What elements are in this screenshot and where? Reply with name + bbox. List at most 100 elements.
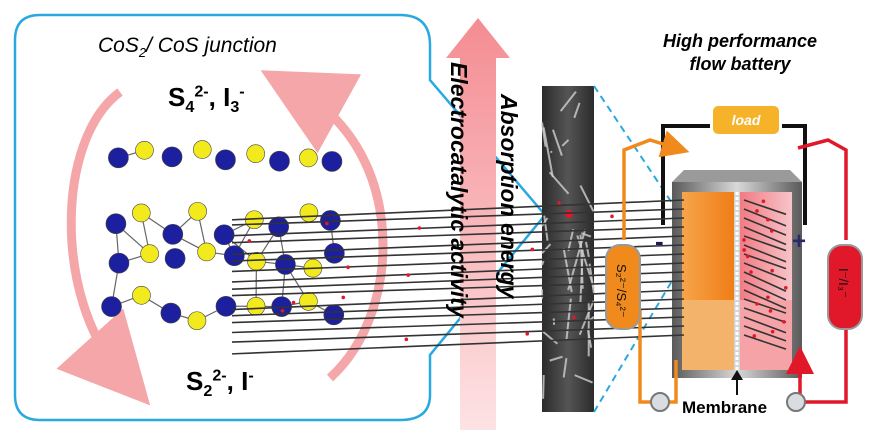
catalyst-particle bbox=[742, 238, 746, 242]
top-ions-label: S42-, I3- bbox=[168, 82, 245, 117]
sem-fiber bbox=[589, 316, 595, 321]
cobalt-atom bbox=[161, 146, 183, 168]
sem-fiber bbox=[579, 185, 595, 213]
catalyst-particle bbox=[247, 239, 252, 243]
electrode-fiber bbox=[231, 235, 685, 256]
sem-fiber bbox=[549, 150, 553, 154]
catalyst-particle bbox=[404, 337, 409, 342]
catalyst-particle bbox=[280, 308, 285, 313]
catalyst-particle bbox=[341, 295, 346, 300]
catalyst-particle bbox=[417, 226, 422, 230]
cobalt-atom bbox=[105, 213, 127, 234]
right-tank bbox=[827, 244, 863, 330]
electrode-fiber bbox=[231, 244, 685, 262]
catalyst-particle bbox=[610, 214, 614, 219]
catalyst-particle bbox=[346, 265, 350, 270]
catalyst-particle bbox=[783, 285, 788, 290]
junction-title: CoS2/ CoS junction bbox=[98, 34, 277, 61]
electrode-fiber bbox=[743, 316, 787, 334]
catalyst-particle bbox=[770, 329, 775, 334]
catalyst-particle bbox=[525, 332, 530, 336]
sem-fiber bbox=[542, 127, 554, 178]
load-label: load bbox=[713, 106, 779, 134]
electrode-fiber bbox=[231, 325, 685, 343]
sem-fiber bbox=[565, 298, 572, 340]
sem-fiber bbox=[542, 374, 545, 399]
catalyst-particle bbox=[742, 248, 746, 252]
cobalt-atom bbox=[101, 296, 122, 317]
sulfur-atom bbox=[132, 286, 151, 305]
gradient-up-arrow bbox=[446, 18, 510, 430]
electrode-fiber bbox=[743, 334, 787, 350]
membrane-label: Membrane bbox=[682, 398, 768, 417]
zoom-line-bottom bbox=[593, 263, 683, 413]
zoom-line-top bbox=[593, 85, 683, 219]
cobalt-atom bbox=[268, 216, 289, 238]
sulfur-atom bbox=[299, 203, 319, 223]
sulfur-atom bbox=[188, 202, 207, 221]
sem-marker-dot bbox=[565, 210, 573, 218]
cycle-arrow-right bbox=[260, 70, 388, 382]
cobalt-atom bbox=[215, 295, 237, 317]
cobalt-atom bbox=[162, 223, 184, 245]
sem-fiber bbox=[584, 241, 591, 259]
electrode-fiber bbox=[743, 298, 787, 314]
catalyst-particle bbox=[530, 247, 535, 252]
catalyst-particle bbox=[755, 302, 759, 306]
cycle-arrow-left bbox=[56, 88, 151, 406]
sem-fiber bbox=[541, 217, 549, 227]
electrode-fiber bbox=[743, 208, 787, 227]
sem-fiber bbox=[543, 215, 549, 242]
cobalt-atom bbox=[324, 242, 345, 264]
electrode-fiber bbox=[743, 244, 787, 263]
sem-fiber bbox=[579, 234, 584, 289]
cobalt-atom bbox=[321, 151, 343, 172]
sulfur-atom bbox=[247, 251, 266, 271]
cobalt-atom bbox=[213, 224, 235, 246]
electrode-fiber bbox=[231, 208, 685, 226]
sem-fiber bbox=[541, 122, 547, 147]
catalyst-particle bbox=[291, 300, 296, 305]
catalyst-particle bbox=[766, 295, 770, 300]
electrode-fiber bbox=[743, 271, 787, 292]
cobalt-atom bbox=[323, 304, 345, 326]
circuit-wire bbox=[661, 124, 807, 225]
catalyst-particle bbox=[406, 273, 411, 277]
cobalt-atom bbox=[224, 245, 245, 267]
left-pump-icon bbox=[650, 392, 670, 412]
cobalt-atom bbox=[164, 248, 186, 269]
catalyst-particle bbox=[766, 217, 770, 222]
sem-fiber bbox=[549, 355, 563, 362]
crystal-structure bbox=[101, 140, 345, 331]
catalyst-particle bbox=[557, 201, 561, 205]
electrode-fiber bbox=[743, 199, 787, 216]
right-pump-icon bbox=[786, 392, 806, 412]
catalyst-particle bbox=[745, 254, 750, 259]
electrode-fiber bbox=[231, 199, 685, 221]
catalyst-particle bbox=[768, 309, 773, 313]
cobalt-atom bbox=[108, 252, 130, 274]
sulfur-atom bbox=[246, 144, 265, 163]
sem-fiber bbox=[559, 90, 577, 112]
catalyst-particle bbox=[755, 209, 759, 213]
sem-fiber bbox=[586, 328, 593, 348]
sem-fiber bbox=[541, 243, 552, 254]
electrode-fiber bbox=[231, 217, 685, 237]
sem-fiber bbox=[573, 102, 581, 119]
sulfur-atom bbox=[299, 148, 318, 168]
electrode-fiber bbox=[743, 226, 787, 246]
sulfur-atom bbox=[140, 244, 159, 263]
electrode-fiber bbox=[743, 253, 787, 270]
right-tank-label: I⁻/I₃⁻ bbox=[836, 268, 851, 298]
electrode-fiber bbox=[743, 307, 787, 324]
sem-fiber bbox=[588, 263, 595, 295]
sulfur-atom bbox=[132, 203, 151, 223]
negative-sign: - bbox=[655, 226, 664, 256]
electrode-fiber bbox=[743, 235, 787, 252]
electrode-fiber bbox=[743, 280, 787, 301]
positive-sign: + bbox=[792, 228, 807, 255]
left-tank-label: S₂²⁻/S₄²⁻ bbox=[614, 264, 629, 318]
catalyst-particle bbox=[749, 270, 753, 274]
